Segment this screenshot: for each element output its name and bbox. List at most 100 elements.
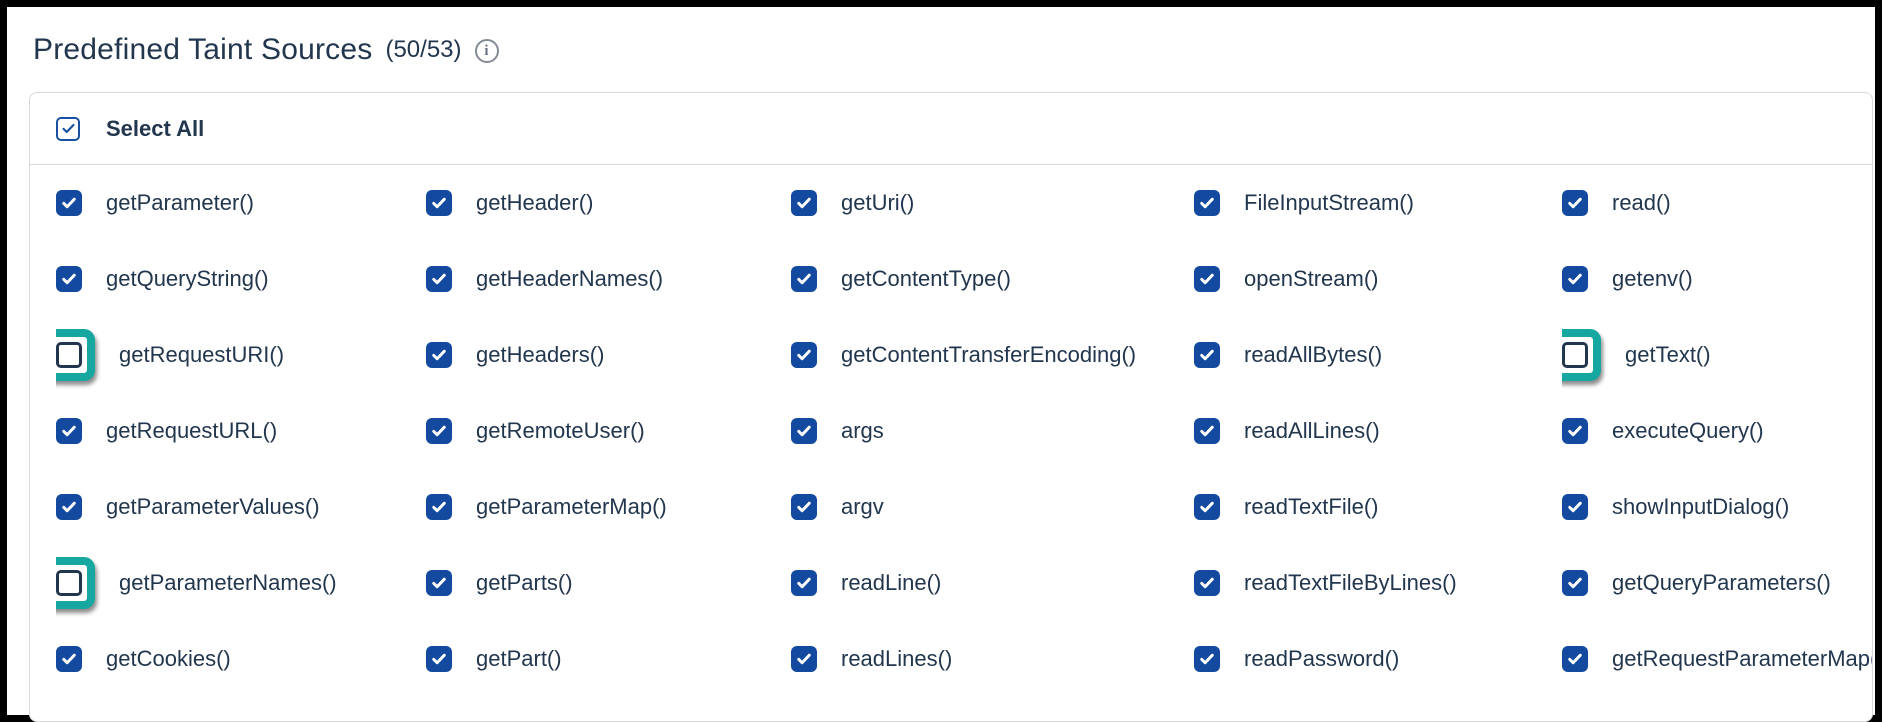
- taint-source-label: readTextFile(): [1244, 494, 1379, 519]
- taint-source-label: getParts(): [476, 570, 573, 595]
- highlight-ring: [56, 557, 95, 609]
- taint-source-checkbox[interactable]: [1194, 342, 1220, 368]
- taint-source-checkbox[interactable]: [426, 342, 452, 368]
- check-icon: [61, 123, 75, 134]
- taint-source-checkbox[interactable]: [426, 494, 452, 520]
- taint-source-label: readAllBytes(): [1244, 342, 1383, 367]
- taint-source-checkbox[interactable]: [791, 418, 817, 444]
- taint-source-item: getParameterNames(): [56, 545, 426, 621]
- taint-source-checkbox[interactable]: [56, 342, 82, 368]
- taint-source-checkbox[interactable]: [1194, 266, 1220, 292]
- taint-source-checkbox[interactable]: [791, 266, 817, 292]
- taint-source-checkbox[interactable]: [1194, 190, 1220, 216]
- taint-source-checkbox[interactable]: [1562, 646, 1588, 672]
- taint-source-label: getHeader(): [476, 190, 594, 215]
- taint-source-label: getParameterValues(): [106, 494, 320, 519]
- taint-source-label: getRequestURI(): [119, 342, 285, 367]
- taint-source-label: getHeaderNames(): [476, 266, 664, 291]
- check-icon: [1568, 577, 1582, 589]
- check-icon: [432, 197, 446, 209]
- taint-source-item: getRequestURL(): [56, 393, 426, 469]
- taint-source-checkbox[interactable]: [1194, 494, 1220, 520]
- taint-source-item: args: [791, 393, 1194, 469]
- taint-source-item: getRequestURI(): [56, 317, 426, 393]
- check-icon: [797, 501, 811, 513]
- taint-source-label: getParameterMap(): [476, 494, 667, 519]
- taint-source-item: readTextFile(): [1194, 469, 1562, 545]
- taint-source-checkbox[interactable]: [1562, 190, 1588, 216]
- check-icon: [797, 273, 811, 285]
- taint-source-checkbox[interactable]: [791, 646, 817, 672]
- taint-source-item: getPart(): [426, 621, 791, 697]
- taint-source-item: getRemoteUser(): [426, 393, 791, 469]
- check-icon: [797, 349, 811, 361]
- taint-source-item: getUri(): [791, 165, 1194, 241]
- taint-source-checkbox[interactable]: [426, 570, 452, 596]
- taint-source-item: getQueryParameters(): [1562, 545, 1872, 621]
- check-icon: [1200, 425, 1214, 437]
- taint-source-label: readLines(): [841, 646, 953, 671]
- check-icon: [432, 501, 446, 513]
- check-icon: [1568, 273, 1582, 285]
- check-icon: [432, 273, 446, 285]
- taint-source-item: read(): [1562, 165, 1872, 241]
- taint-source-label: openStream(): [1244, 266, 1379, 291]
- taint-source-checkbox[interactable]: [426, 418, 452, 444]
- taint-source-checkbox[interactable]: [791, 570, 817, 596]
- taint-source-checkbox[interactable]: [1562, 266, 1588, 292]
- taint-source-label: executeQuery(): [1612, 418, 1764, 443]
- check-icon: [62, 501, 76, 513]
- taint-source-item: getHeaderNames(): [426, 241, 791, 317]
- taint-source-checkbox[interactable]: [426, 190, 452, 216]
- select-all-label: Select All: [106, 115, 205, 141]
- info-icon[interactable]: i: [474, 39, 499, 63]
- taint-source-label: getParameterNames(): [119, 570, 337, 595]
- taint-source-checkbox[interactable]: [56, 190, 82, 216]
- check-icon: [797, 197, 811, 209]
- check-icon: [1200, 349, 1214, 361]
- taint-source-checkbox[interactable]: [56, 418, 82, 444]
- taint-source-checkbox[interactable]: [1562, 570, 1588, 596]
- check-icon: [1568, 425, 1582, 437]
- taint-source-item: getContentTransferEncoding(): [791, 317, 1194, 393]
- taint-source-item: openStream(): [1194, 241, 1562, 317]
- taint-source-checkbox[interactable]: [1562, 494, 1588, 520]
- taint-source-checkbox[interactable]: [56, 266, 82, 292]
- taint-source-item: getRequestParameterMap(): [1562, 621, 1872, 697]
- taint-source-item: getHeader(): [426, 165, 791, 241]
- check-icon: [797, 653, 811, 665]
- taint-source-checkbox[interactable]: [791, 494, 817, 520]
- taint-source-label: getQueryString(): [106, 266, 269, 291]
- taint-source-checkbox[interactable]: [791, 342, 817, 368]
- taint-source-item: executeQuery(): [1562, 393, 1872, 469]
- taint-source-checkbox[interactable]: [56, 570, 82, 596]
- taint-source-checkbox[interactable]: [1562, 342, 1588, 368]
- select-all-checkbox[interactable]: [56, 116, 80, 141]
- taint-source-checkbox[interactable]: [1194, 570, 1220, 596]
- taint-source-label: getQueryParameters(): [1612, 570, 1831, 595]
- taint-source-item: readTextFileByLines(): [1194, 545, 1562, 621]
- check-icon: [1200, 501, 1214, 513]
- taint-source-label: readPassword(): [1244, 646, 1400, 671]
- taint-source-checkbox[interactable]: [791, 190, 817, 216]
- taint-source-label: getText(): [1625, 342, 1711, 367]
- taint-source-checkbox[interactable]: [426, 266, 452, 292]
- taint-source-label: getContentTransferEncoding(): [841, 342, 1137, 367]
- taint-source-item: getHeaders(): [426, 317, 791, 393]
- check-icon: [797, 425, 811, 437]
- select-all-row: Select All: [30, 93, 1872, 164]
- taint-source-checkbox[interactable]: [1194, 418, 1220, 444]
- taint-source-label: args: [841, 418, 884, 443]
- taint-source-checkbox[interactable]: [426, 646, 452, 672]
- taint-source-checkbox[interactable]: [56, 646, 82, 672]
- taint-source-checkbox[interactable]: [1562, 418, 1588, 444]
- taint-source-checkbox[interactable]: [56, 494, 82, 520]
- check-icon: [432, 577, 446, 589]
- taint-source-label: getRequestURL(): [106, 418, 278, 443]
- taint-source-label: getPart(): [476, 646, 562, 671]
- taint-source-label: read(): [1612, 190, 1671, 215]
- check-icon: [62, 197, 76, 209]
- taint-source-checkbox[interactable]: [1194, 646, 1220, 672]
- check-icon: [1568, 653, 1582, 665]
- check-icon: [62, 273, 76, 285]
